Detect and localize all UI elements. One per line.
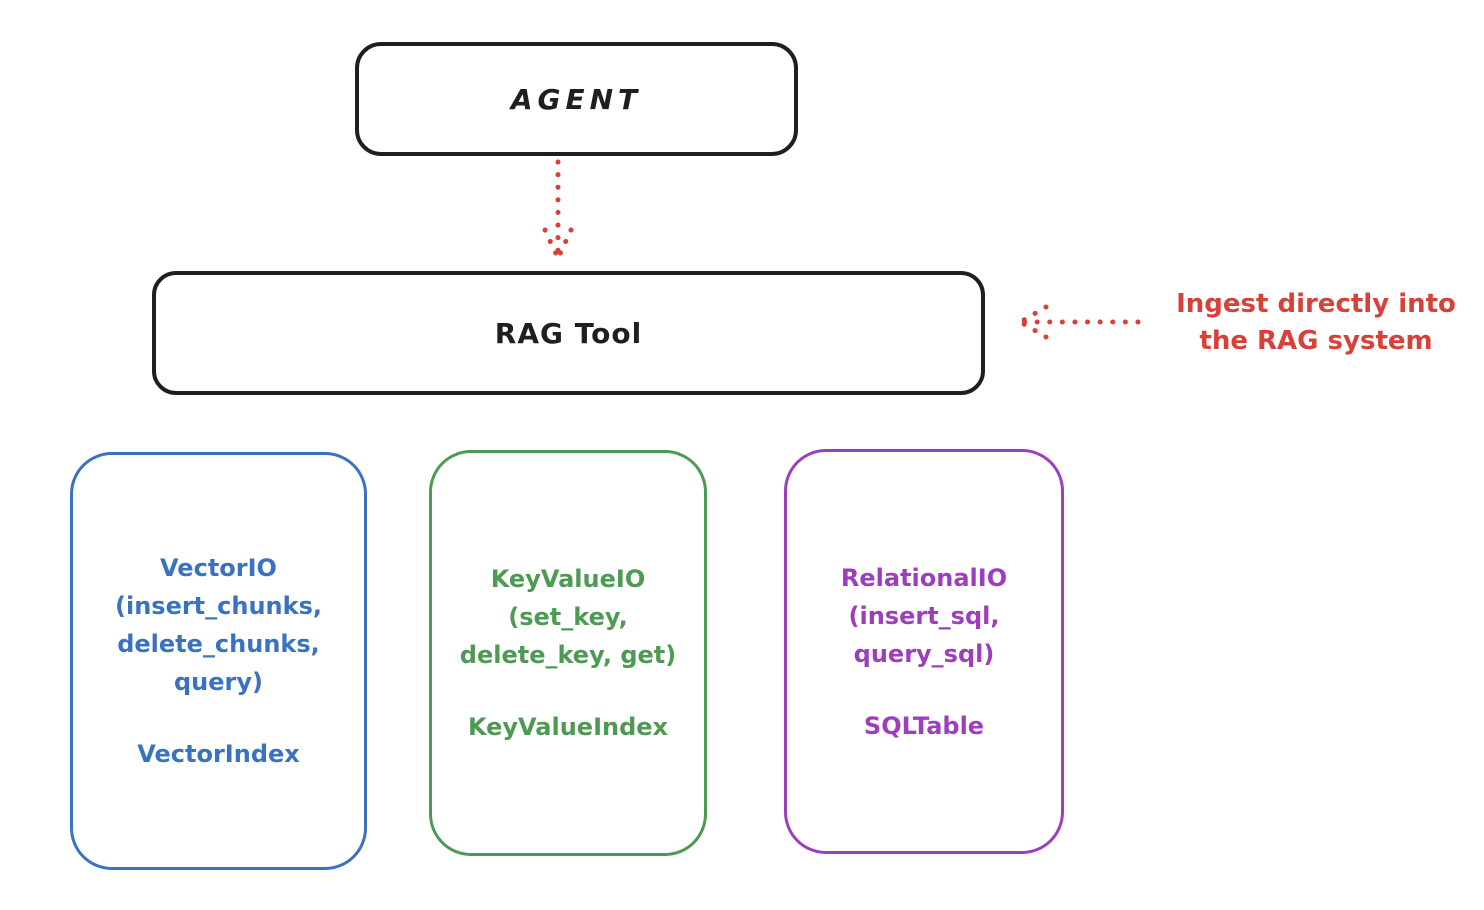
vector-io-api-label: VectorIO (insert_chunks, delete_chunks, … xyxy=(115,554,322,696)
relational-io-api-label: RelationalIO (insert_sql, query_sql) xyxy=(840,563,1008,668)
arrow-strokes xyxy=(1019,304,1141,340)
vector-io-node: VectorIO (insert_chunks, delete_chunks, … xyxy=(70,452,367,870)
annotation-arrow-left-icon xyxy=(1019,304,1141,340)
vector-index-label: VectorIndex xyxy=(137,740,300,768)
keyvalue-io-node: KeyValueIO (set_key, delete_key, get) Ke… xyxy=(429,450,707,856)
rag-tool-node: RAG Tool xyxy=(152,271,985,395)
agent-to-ragtool-arrow-icon xyxy=(542,159,574,259)
agent-label: AGENT xyxy=(510,82,643,116)
keyvalue-index-label: KeyValueIndex xyxy=(467,713,669,741)
rag-tool-label: RAG Tool xyxy=(494,316,643,350)
agent-node: AGENT xyxy=(355,42,798,156)
sql-table-label: SQLTable xyxy=(863,711,985,740)
arrow-strokes xyxy=(542,159,574,259)
keyvalue-io-api-label: KeyValueIO (set_key, delete_key, get) xyxy=(459,565,677,669)
relational-io-node: RelationalIO (insert_sql, query_sql) SQL… xyxy=(784,449,1064,854)
ingest-annotation: Ingest directly into the RAG system xyxy=(1176,289,1456,356)
